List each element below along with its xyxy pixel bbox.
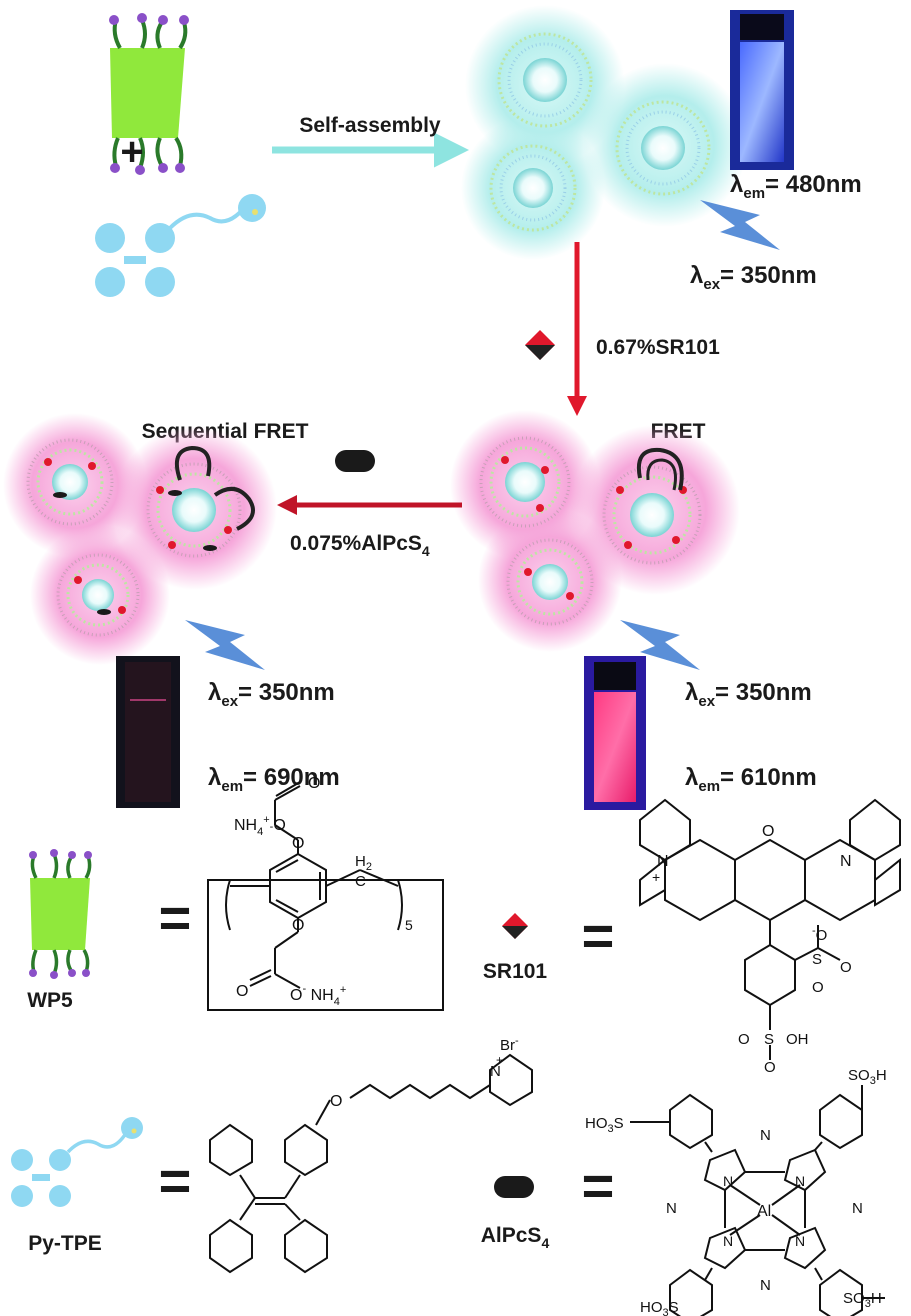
- svg-text:N: N: [795, 1233, 805, 1249]
- svg-text:O: O: [762, 823, 774, 840]
- alpcs-label: AlPcS4: [481, 1224, 550, 1251]
- svg-text:O: O: [840, 959, 852, 976]
- em-480-label: λem= 480nm: [730, 171, 862, 202]
- svg-text:SO3H: SO3H: [848, 1067, 887, 1087]
- svg-text:+: +: [652, 869, 660, 885]
- pink-sequential-fret-cluster: [3, 413, 277, 665]
- ex-350-label-right: λex= 350nm: [685, 679, 812, 710]
- lightning-bolt-icon: [620, 620, 700, 670]
- wp5-structure: [207, 781, 444, 1011]
- svg-text:N: N: [723, 1233, 733, 1249]
- dark-vial: [116, 656, 180, 808]
- svg-text:N: N: [760, 1127, 771, 1144]
- svg-text:Br-: Br-: [500, 1035, 519, 1054]
- sr101-concentration-label: 0.67%SR101: [596, 336, 720, 359]
- sr101-label: SR101: [483, 960, 548, 983]
- wp5-structure-labels: NH4+-O O O O O O- NH4+ H2 C 5: [234, 775, 413, 1008]
- svg-text:O: O: [236, 983, 248, 1000]
- alpcs-pill-icon: [335, 450, 375, 472]
- sr101-diamond-legend: [502, 913, 528, 939]
- alpcs-concentration-label: 0.075%AlPcS4: [290, 532, 430, 559]
- svg-text:O: O: [292, 917, 304, 934]
- pytpe-structure: [209, 1053, 533, 1274]
- equals-sign: =: [582, 904, 615, 967]
- em-610-label: λem= 610nm: [685, 764, 817, 795]
- svg-text:N: N: [840, 853, 852, 870]
- plus-sign: +: [120, 130, 143, 174]
- svg-text:O: O: [764, 1059, 776, 1076]
- svg-text:O: O: [812, 979, 824, 996]
- wp5-cartoon-legend: [29, 849, 92, 979]
- pytpe-cartoon-legend: [11, 1117, 143, 1207]
- alpcs-structure-labels: N N N N N N N N Al HO3S SO3H SO3H HO3S: [585, 1067, 887, 1316]
- sr101-diamond-icon: [525, 330, 555, 360]
- svg-text:OH: OH: [786, 1031, 809, 1048]
- pink-vial: [584, 656, 646, 810]
- pytpe-cartoon-top: [95, 194, 266, 297]
- wp5-label: WP5: [27, 989, 73, 1012]
- ex-350-label-left: λex= 350nm: [208, 679, 335, 710]
- svg-text:S: S: [764, 1031, 774, 1048]
- svg-text:C: C: [355, 873, 366, 890]
- svg-text:Al: Al: [757, 1203, 771, 1220]
- svg-text:N: N: [852, 1200, 863, 1217]
- svg-text:H2: H2: [355, 853, 372, 873]
- equals-sign: =: [159, 1149, 192, 1212]
- ex-350-label-top: λex= 350nm: [690, 262, 817, 293]
- lightning-bolt-icon: [185, 620, 265, 670]
- svg-text:O: O: [292, 835, 304, 852]
- pytpe-label: Py-TPE: [28, 1232, 102, 1255]
- svg-text:O- NH4+: O- NH4+: [290, 983, 346, 1008]
- svg-text:O: O: [308, 775, 320, 792]
- svg-text:N: N: [723, 1173, 733, 1189]
- svg-text:5: 5: [405, 917, 413, 933]
- self-assembly-label: Self-assembly: [299, 114, 441, 137]
- svg-text:S: S: [812, 951, 822, 968]
- svg-text:N: N: [666, 1200, 677, 1217]
- equals-sign: =: [582, 1154, 615, 1217]
- svg-text:N: N: [760, 1277, 771, 1294]
- svg-text:HO3S: HO3S: [640, 1299, 679, 1316]
- equals-sign: =: [159, 886, 192, 949]
- blue-vial: [730, 10, 794, 170]
- alpcs-structure: [630, 1085, 885, 1316]
- cyan-micelle-cluster: [461, 5, 747, 260]
- svg-text:-O: -O: [812, 925, 827, 944]
- alpcs-pill-legend: [494, 1176, 534, 1198]
- svg-text:N: N: [795, 1173, 805, 1189]
- svg-text:N: N: [657, 853, 669, 870]
- svg-text:NH4+-O: NH4+-O: [234, 814, 286, 838]
- svg-text:O: O: [330, 1093, 342, 1110]
- pink-fret-cluster: [450, 410, 740, 652]
- lightning-bolt-icon: [700, 200, 780, 250]
- svg-text:O: O: [738, 1031, 750, 1048]
- sr101-structure-labels: N + O N -O S O O S O OH O: [652, 823, 852, 1076]
- svg-text:SO3H: SO3H: [843, 1290, 882, 1310]
- svg-text:N: N: [490, 1063, 501, 1080]
- svg-text:HO3S: HO3S: [585, 1115, 624, 1135]
- svg-text:+: +: [496, 1053, 503, 1067]
- wp5-cartoon-top: [109, 13, 189, 175]
- sr101-structure: [639, 798, 901, 1060]
- pytpe-structure-labels: O N + Br-: [330, 1035, 519, 1110]
